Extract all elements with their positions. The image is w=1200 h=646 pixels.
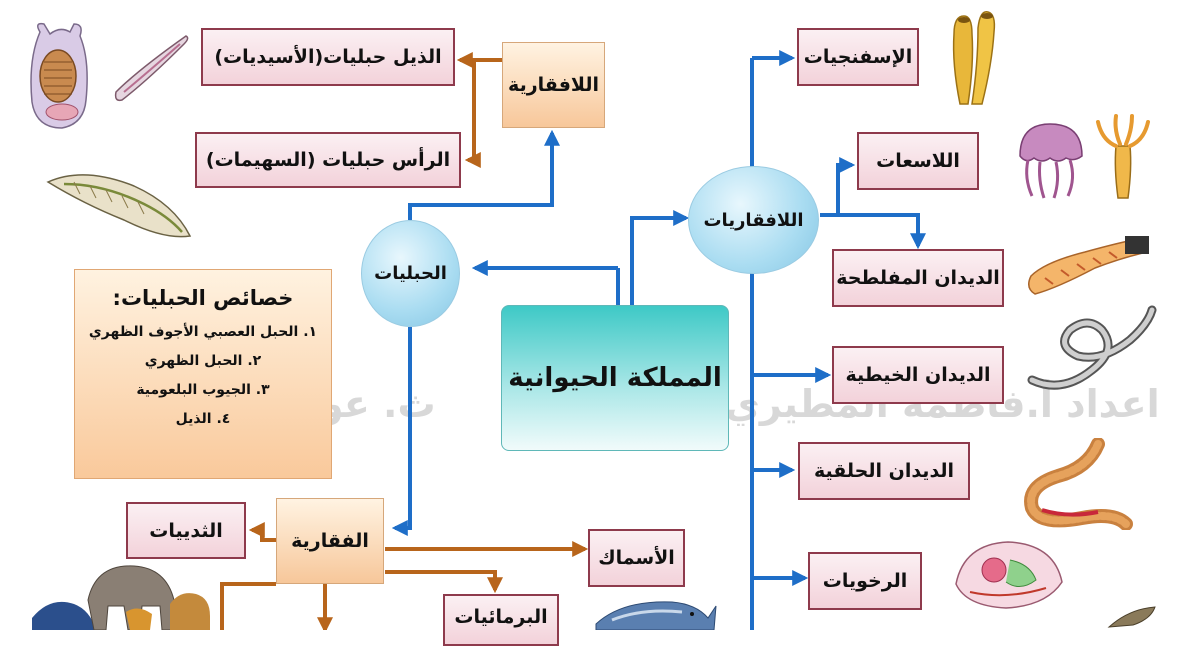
arrow-flatworms: [838, 213, 926, 250]
invertebrate-chordates-node: اللافقارية: [502, 42, 605, 128]
arrow-chordates-invertebrate-chordates: [408, 129, 560, 220]
fish-node: الأسماك: [588, 529, 685, 587]
lancelets-node: الرأس حبليات (السهيمات): [195, 132, 461, 188]
hydra-icon: [1096, 114, 1150, 199]
mammals-icon: [32, 565, 210, 630]
arrow-amphibians: [385, 570, 503, 594]
chordates-node: الحبليات: [361, 220, 460, 327]
arrow-cnidarians: [820, 157, 856, 217]
invertebrates-node: اللافقاريات: [688, 166, 819, 274]
chordate-characteristics-box: خصائص الحبليات: ١. الحبل العصبي الأجوف ا…: [74, 269, 332, 479]
jellyfish-icon: [1019, 123, 1083, 199]
characteristic-item: ٢. الحبل الظهري: [144, 353, 262, 369]
annelids-node: الديدان الحلقية: [798, 442, 970, 500]
amphibians-node: البرمائيات: [443, 594, 559, 646]
characteristic-item: ٤. الذيل: [175, 411, 231, 427]
arrow-lancelets: [464, 130, 481, 168]
arrow-chordates-vertebrates: [391, 327, 412, 536]
characteristic-item: ١. الحبل العصبي الأجوف الظهري: [88, 324, 318, 340]
mammals-node: الثدييات: [126, 502, 246, 559]
vertebrates-line-left: [220, 582, 276, 630]
vertebrates-node: الفقارية: [276, 498, 384, 584]
arrow-root-invertebrates: [630, 210, 690, 305]
mollusks-node: الرخويات: [808, 552, 922, 610]
earthworm-icon: [1024, 438, 1133, 530]
sponges-node: الإسفنجيات: [797, 28, 919, 86]
cnidarians-node: اللاسعات: [857, 132, 979, 190]
arrow-mammals: [248, 522, 276, 542]
characteristics-title: خصائص الحبليات:: [112, 286, 294, 310]
sponge-icon: [952, 11, 996, 105]
flatworms-node: الديدان المفلطحة: [832, 249, 1004, 307]
sea-squirt-icon: [30, 22, 88, 129]
flatworm-icon: [1028, 236, 1149, 295]
lancelet-small-icon: [114, 35, 189, 102]
invertebrate-chordates-connector: [472, 58, 502, 130]
mollusk-shell-icon: [1107, 606, 1156, 628]
roundworm-icon: [1027, 305, 1157, 390]
characteristic-item: ٣. الجيوب البلعومية: [136, 382, 270, 398]
roundworms-node: الديدان الخيطية: [832, 346, 1004, 404]
fish-icon: [595, 601, 717, 630]
mollusk-icon: [955, 541, 1063, 609]
lancelet-icon: [46, 174, 192, 238]
animal-kingdom-diagram: اعداد أ.فاطمة المطيري ث. عو: [30, 11, 1160, 646]
root-node: المملكة الحيوانية: [501, 305, 729, 451]
tunicates-node: الذيل حبليات(الأسيديات): [201, 28, 455, 86]
watermark-fragment: ث. عو: [320, 382, 436, 426]
